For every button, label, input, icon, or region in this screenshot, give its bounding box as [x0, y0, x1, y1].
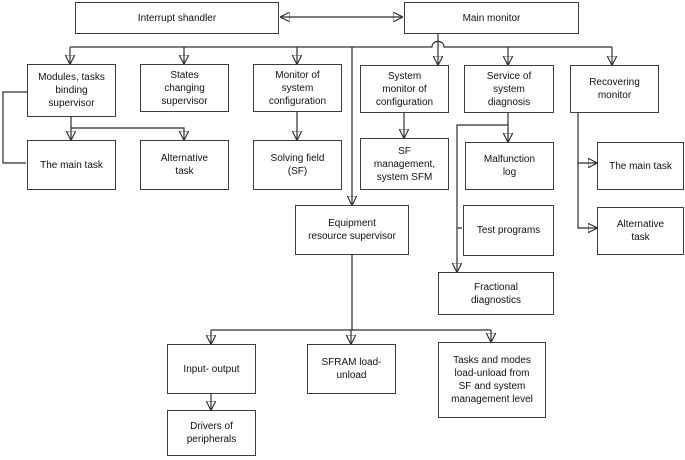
node-modules-tasks-binding-supervisor: Modules, tasks binding supervisor [27, 64, 116, 117]
node-alternative-task-left: Alternative task [140, 140, 229, 190]
node-label: The main task [40, 159, 103, 171]
node-label: Alternative task [160, 153, 209, 177]
node-label: Interrupt shandler [137, 12, 217, 24]
node-label: Alternative task [616, 219, 665, 243]
node-sf-management: SF management, system SFM [360, 138, 449, 190]
node-service-of-system-diagnosis: Service of system diagnosis [464, 65, 554, 113]
node-label: Solving field (SF) [270, 153, 325, 177]
node-sfram-load-unload: SFRAM load- unload [307, 344, 396, 394]
node-alternative-task-right: Alternative task [597, 207, 684, 255]
node-label: Modules, tasks binding supervisor [38, 72, 105, 109]
node-the-main-task-right: The main task [597, 142, 684, 190]
connector-servicediag-fractional [457, 124, 508, 272]
node-label: System monitor of configuration [375, 70, 434, 108]
node-malfunction-log: Malfunction log [465, 142, 554, 190]
connector-recovering-alttask [577, 113, 597, 228]
node-label: Recovering monitor [589, 77, 640, 101]
node-main-monitor: Main monitor [404, 2, 579, 34]
node-label: States changing supervisor [161, 69, 208, 107]
node-label: Main monitor [462, 12, 521, 24]
connector-modules-maintask-loop [2, 91, 27, 164]
node-drivers-of-peripherals: Drivers of peripherals [167, 410, 256, 456]
node-states-changing-supervisor: States changing supervisor [140, 64, 229, 112]
node-the-main-task-left: The main task [27, 140, 116, 190]
node-input-output: Input- output [167, 344, 256, 394]
node-system-monitor-of-configuration: System monitor of configuration [360, 65, 449, 113]
node-test-programs: Test programs [463, 205, 554, 256]
node-fractional-diagnostics: Fractional diagnostics [438, 272, 554, 315]
node-label: Tasks and modes load-unload from SF and … [451, 355, 533, 405]
node-label: SFRAM load- unload [321, 357, 382, 381]
node-label: The main task [609, 160, 672, 172]
node-monitor-of-system-configuration: Monitor of system configuration [253, 64, 342, 112]
connector-modules-alttask [71, 127, 184, 140]
node-label: Equipment resource supervisor [308, 218, 396, 242]
node-label: Fractional diagnostics [470, 281, 522, 306]
node-label: Monitor of system configuration [268, 69, 327, 107]
node-label: Malfunction log [483, 154, 536, 178]
node-label: Drivers of peripherals [186, 421, 237, 445]
node-interrupt-handler: Interrupt shandler [75, 2, 279, 34]
node-label: SF management, system SFM [373, 145, 436, 183]
node-label: Service of system diagnosis [486, 70, 532, 108]
node-solving-field: Solving field (SF) [253, 140, 342, 190]
node-label: Test programs [476, 225, 541, 236]
node-recovering-monitor: Recovering monitor [570, 65, 659, 113]
node-label: Input- output [183, 363, 240, 375]
connector-top-bus [70, 40, 612, 48]
node-equipment-resource-supervisor: Equipment resource supervisor [295, 205, 409, 255]
node-tasks-and-modes-load-unload: Tasks and modes load-unload from SF and … [438, 342, 546, 418]
